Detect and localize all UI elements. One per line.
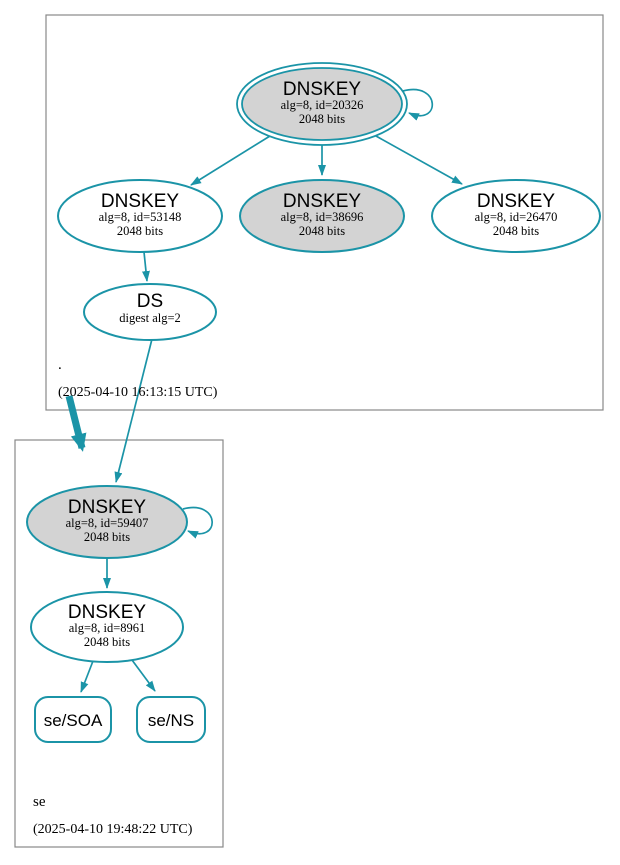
root-zsk-53148-title: DNSKEY (101, 191, 179, 212)
root-zsk-dnskey-53148-node: DNSKEY alg=8, id=53148 2048 bits (57, 179, 223, 253)
se-zsk-title: DNSKEY (68, 602, 146, 623)
root-zsk-26470-detail: alg=8, id=26470 (475, 210, 558, 224)
ds-ellipse (83, 283, 217, 341)
se-zone-timestamp: (2025-04-10 19:48:22 UTC) (33, 822, 193, 837)
edge-root-ksk-to-zsk-53148 (190, 135, 271, 186)
edge-se-zsk-to-ns (131, 659, 156, 692)
se-zone-cluster-box (14, 439, 224, 848)
edge-se-ksk-self-sign (182, 506, 213, 539)
root-zsk-26470-title: DNSKEY (477, 191, 555, 212)
se-ksk-dnskey-59407-node: DNSKEY alg=8, id=59407 2048 bits (26, 485, 188, 559)
se-ksk-detail: alg=8, id=59407 (66, 516, 149, 530)
root-ksk-title: DNSKEY (283, 79, 361, 100)
root-ksk-dnskey-20326-node: DNSKEY alg=8, id=20326 2048 bits (236, 62, 408, 146)
ds-node: DS digest alg=2 (83, 283, 217, 341)
root-zsk-38696-ellipse (239, 179, 405, 253)
edge-zsk-53148-to-ds (141, 251, 150, 282)
se-soa-rrset-node: se/SOA (34, 696, 112, 743)
root-zsk-38696-bits: 2048 bits (299, 224, 345, 238)
root-zone-timestamp: (2025-04-10 16:13:15 UTC) (58, 385, 218, 400)
se-ksk-ellipse (26, 485, 188, 559)
root-zsk-dnskey-26470-node: DNSKEY alg=8, id=26470 2048 bits (431, 179, 601, 253)
edge-se-zsk-to-soa (80, 660, 94, 693)
root-zsk-dnskey-38696-node: DNSKEY alg=8, id=38696 2048 bits (239, 179, 405, 253)
root-zsk-38696-detail: alg=8, id=38696 (281, 210, 364, 224)
se-ns-label: se/NS (148, 711, 194, 730)
ds-detail: digest alg=2 (119, 311, 181, 325)
root-zsk-26470-bits: 2048 bits (493, 224, 539, 238)
delegation-arrow-root-to-se (65, 395, 87, 452)
root-zsk-53148-detail: alg=8, id=53148 (99, 210, 182, 224)
ds-title: DS (137, 291, 163, 312)
root-ksk-detail: alg=8, id=20326 (281, 98, 364, 112)
se-zone-label: se (33, 794, 46, 810)
root-ksk-inner-ellipse (241, 67, 403, 141)
se-ns-box (136, 696, 206, 743)
se-zsk-ellipse (30, 591, 184, 663)
root-zsk-26470-ellipse (431, 179, 601, 253)
se-zsk-detail: alg=8, id=8961 (69, 621, 146, 635)
root-zone-cluster-box (45, 14, 604, 411)
edge-root-ksk-to-zsk-26470 (375, 135, 463, 185)
se-zsk-bits: 2048 bits (84, 635, 130, 649)
root-zsk-53148-ellipse (57, 179, 223, 253)
se-ksk-title: DNSKEY (68, 497, 146, 518)
se-soa-box (34, 696, 112, 743)
se-ksk-bits: 2048 bits (84, 530, 130, 544)
root-zsk-38696-title: DNSKEY (283, 191, 361, 212)
root-zsk-53148-bits: 2048 bits (117, 224, 163, 238)
se-zsk-dnskey-8961-node: DNSKEY alg=8, id=8961 2048 bits (30, 591, 184, 663)
se-soa-label: se/SOA (44, 711, 103, 730)
edge-ds-to-se-ksk (114, 338, 153, 483)
edge-root-ksk-self-sign (402, 88, 434, 121)
root-ksk-bits: 2048 bits (299, 112, 345, 126)
se-ns-rrset-node: se/NS (136, 696, 206, 743)
root-zone-label: . (58, 357, 62, 373)
